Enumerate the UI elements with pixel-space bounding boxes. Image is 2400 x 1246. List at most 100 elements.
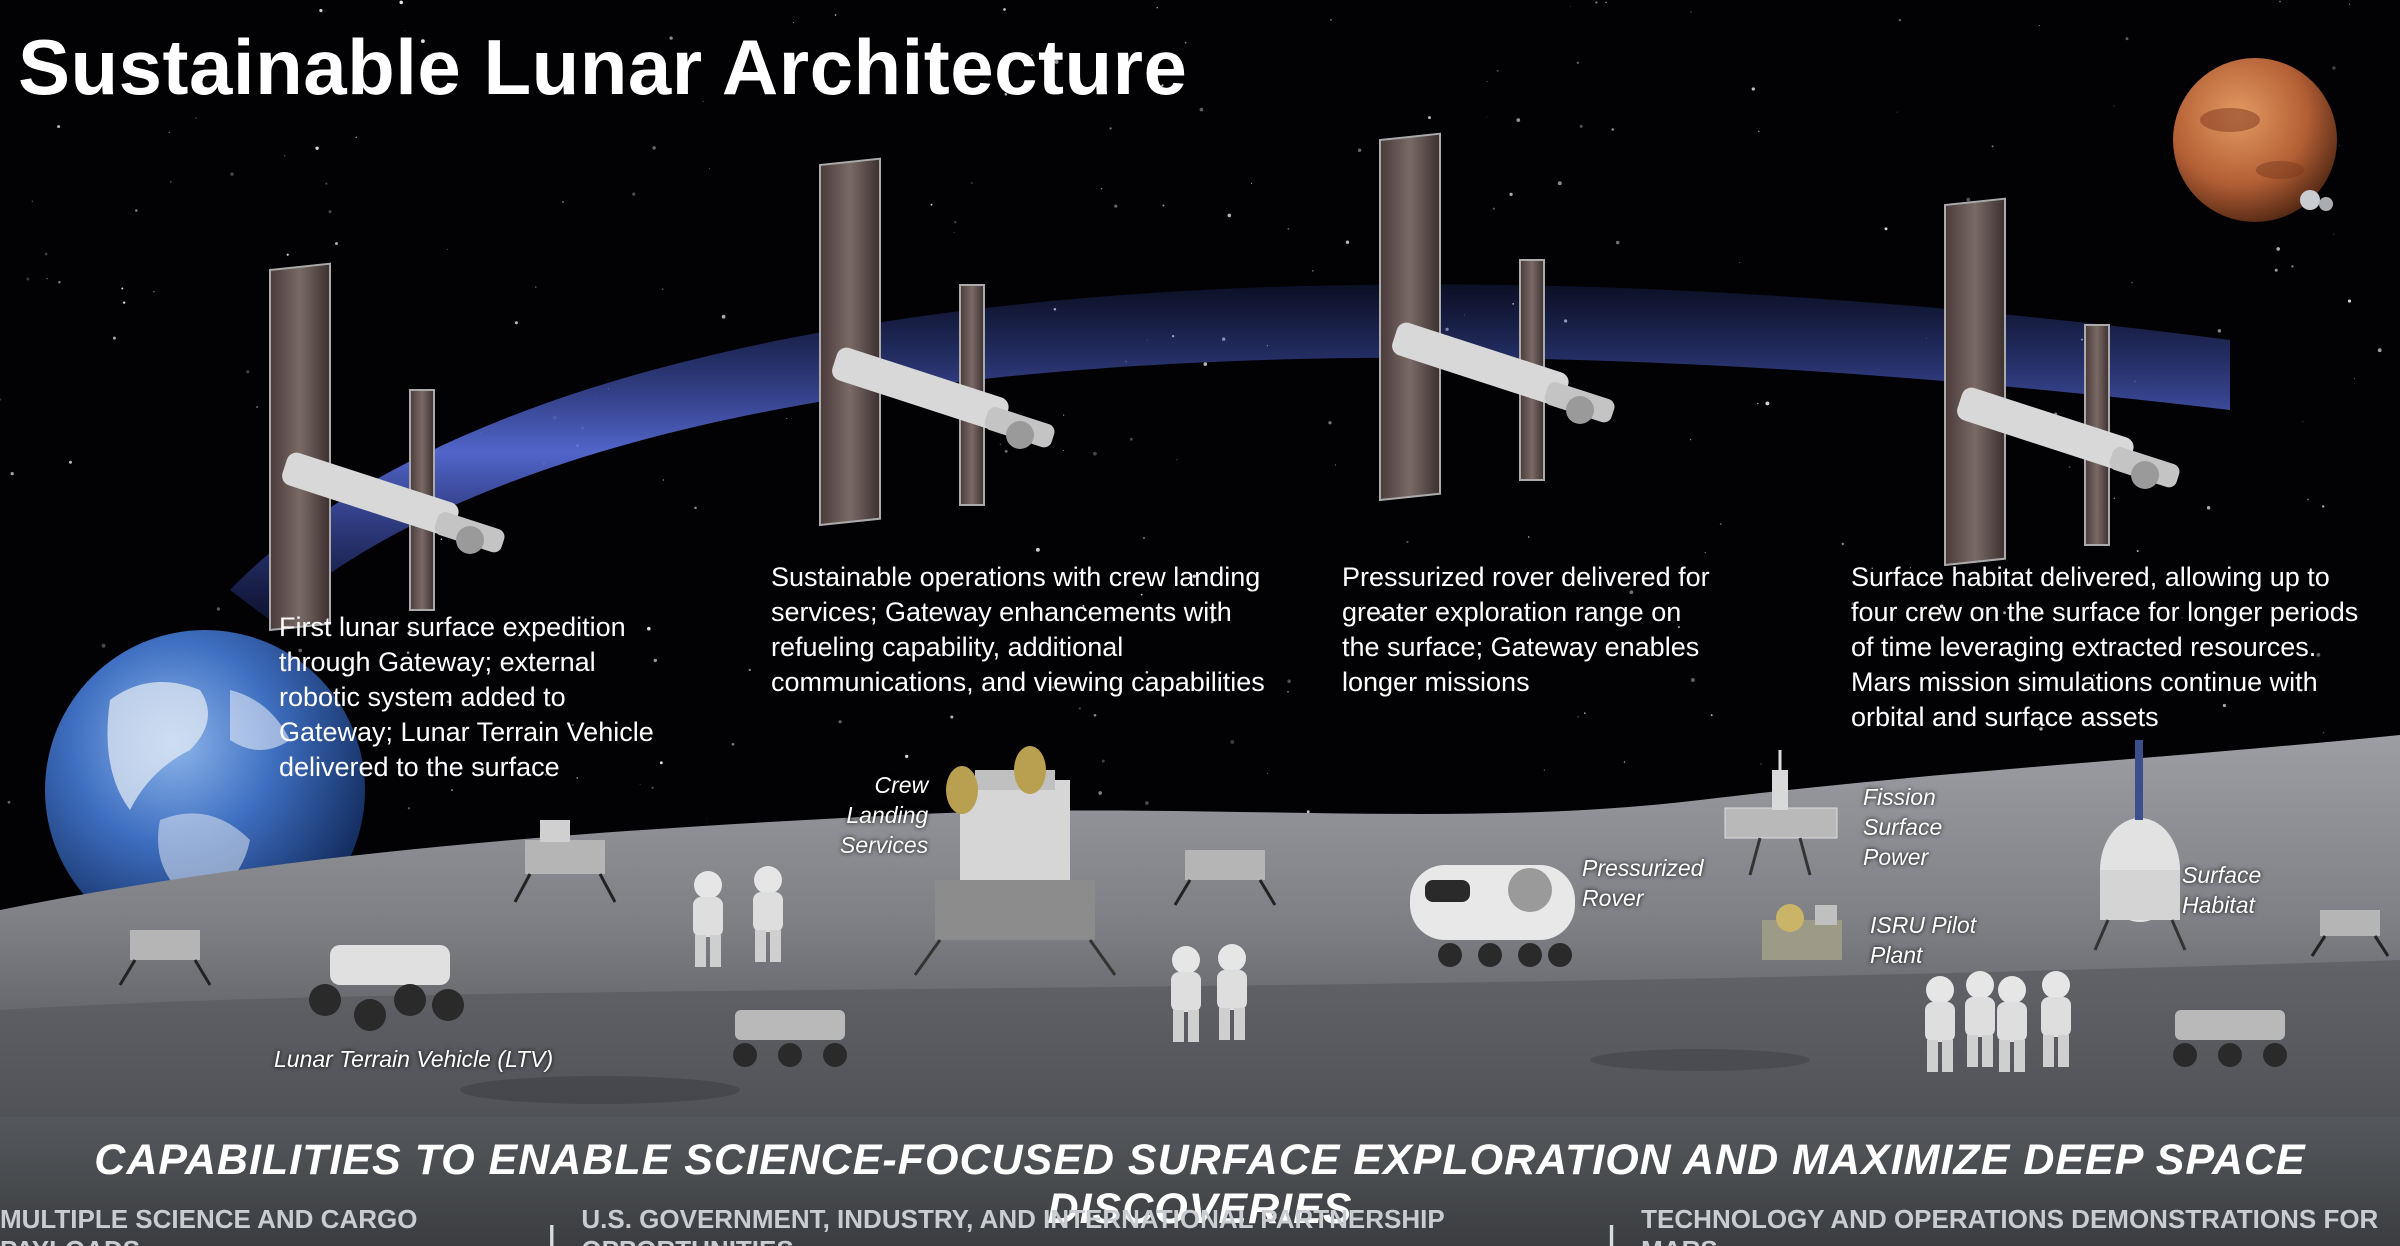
star (2003, 611, 2007, 615)
star (1052, 686, 1055, 689)
star (1841, 542, 1845, 546)
star (355, 136, 358, 139)
star (953, 232, 955, 234)
star (970, 181, 973, 185)
star (1496, 69, 1499, 72)
star (2039, 727, 2043, 731)
caption-line: through Gateway; external (279, 647, 596, 677)
label-line: Services (840, 832, 929, 858)
caption-line: refueling capability, additional (771, 632, 1124, 662)
isru-plant-icon (1762, 904, 1842, 960)
label-line: Surface (1863, 814, 1943, 840)
star (399, 0, 403, 5)
star (1584, 712, 1586, 714)
label-isru-pilot-plant: ISRU Pilot Plant (1870, 910, 1976, 970)
gateway-station-icon (819, 157, 1055, 527)
star (407, 807, 411, 810)
rover-icon (733, 1010, 847, 1067)
star (1093, 713, 1097, 717)
star (1629, 590, 1634, 595)
star (1176, 459, 1178, 461)
star (1287, 691, 1289, 693)
star (1334, 464, 1336, 466)
footer-headline: CAPABILITIES TO ENABLE SCIENCE-FOCUSED S… (94, 1136, 2306, 1233)
star (57, 125, 61, 129)
caption-line: orbital and surface assets (1851, 702, 2159, 732)
star (1161, 84, 1164, 87)
star (2125, 37, 2129, 41)
star (26, 277, 30, 281)
lander-icon (118, 930, 212, 986)
gateway-station-icon (269, 262, 505, 632)
star (834, 14, 837, 16)
star (1577, 715, 1579, 718)
star (1516, 118, 1521, 122)
star (1003, 8, 1006, 11)
star (661, 288, 664, 291)
caption-phase-3: Pressurized rover delivered for greater … (1342, 560, 1710, 700)
star (1027, 573, 1031, 577)
gateway-station-icon (1379, 132, 1615, 502)
caption-line: Mars mission simulations continue with (1851, 667, 2318, 697)
star (246, 370, 250, 374)
star (44, 252, 48, 256)
star (930, 203, 933, 206)
star (639, 783, 641, 785)
caption-line: four crew on the surface for longer peri… (1851, 597, 2359, 627)
star (1690, 11, 1692, 13)
star (1710, 714, 1713, 717)
star (112, 336, 116, 340)
star (905, 754, 909, 759)
star (1129, 437, 1133, 441)
star (1162, 204, 1165, 207)
star (2276, 247, 2281, 251)
star (669, 36, 673, 40)
label-line: Surface (2182, 862, 2262, 888)
star (2322, 505, 2325, 508)
star (1690, 439, 1692, 441)
star (1704, 552, 1706, 554)
star (1004, 92, 1008, 96)
footer-separator: | (1607, 1219, 1616, 1246)
star (1004, 449, 1008, 453)
star (662, 479, 664, 481)
star (481, 767, 485, 770)
star (1758, 130, 1760, 133)
star (1576, 61, 1580, 64)
star (2092, 674, 2095, 677)
star (592, 618, 594, 620)
star (1210, 620, 1214, 624)
star (1677, 625, 1681, 629)
star (1492, 207, 1495, 210)
star (1427, 579, 1431, 582)
star (1527, 536, 1530, 538)
star (1719, 523, 1722, 525)
caption-line: First lunar surface expedition (279, 612, 626, 642)
star (1184, 41, 1187, 44)
star (0, 398, 2, 401)
star (2307, 498, 2309, 501)
astronaut-icon (1171, 946, 1201, 1042)
astronaut-icon (1965, 971, 1995, 1067)
star (1145, 670, 1149, 674)
star (1981, 608, 1984, 611)
star (1579, 124, 1583, 128)
star (632, 192, 636, 196)
star (2113, 105, 2115, 107)
star (1765, 401, 1770, 406)
star (1054, 59, 1059, 64)
astronaut-icon (753, 866, 783, 962)
caption-line: longer missions (1342, 667, 1530, 697)
star (659, 761, 663, 765)
star (1690, 678, 1695, 682)
star (101, 643, 106, 648)
star (1871, 567, 1873, 570)
rover-icon (2173, 1010, 2287, 1067)
star (298, 648, 303, 653)
star (1611, 128, 1614, 131)
star (1192, 574, 1196, 578)
star (544, 773, 547, 776)
footer-banner (0, 1117, 2400, 1246)
star (1250, 182, 1253, 184)
label-line: Fission (1863, 784, 1936, 810)
